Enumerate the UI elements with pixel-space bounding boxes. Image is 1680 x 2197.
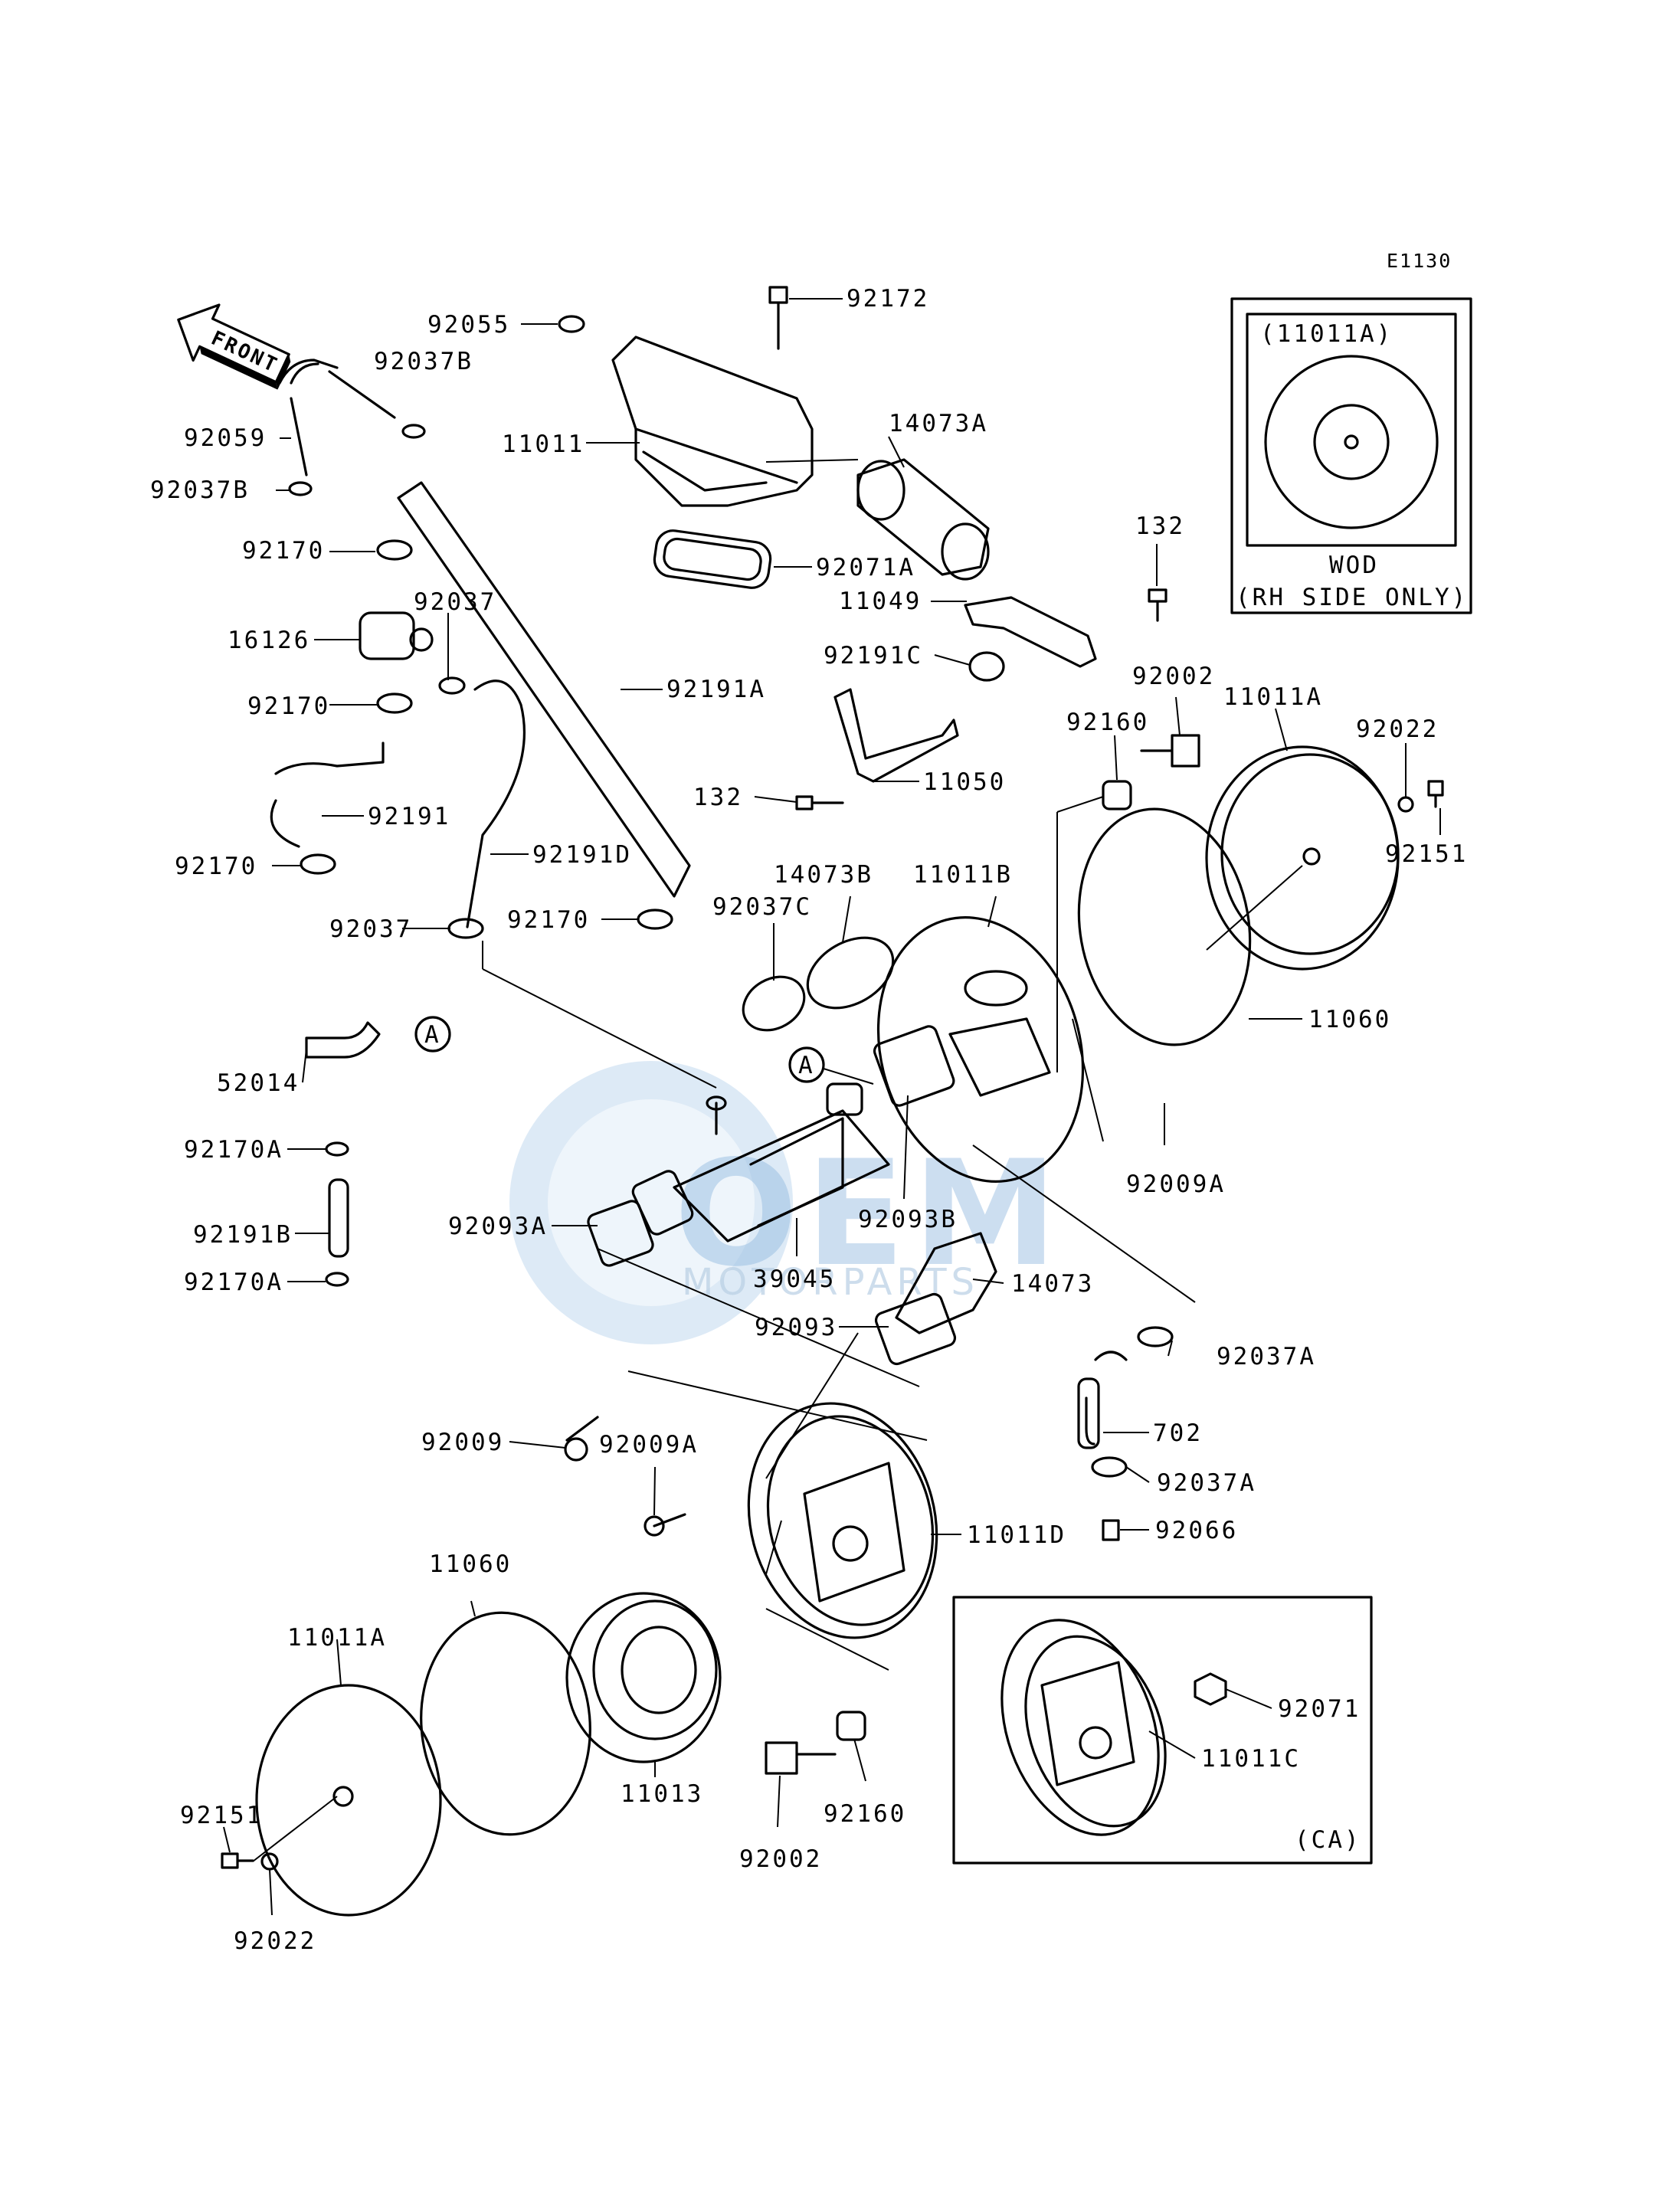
callout-92066: 92066 [1155,1517,1238,1544]
callout-92037A-2: 92037A [1157,1469,1256,1497]
callout-92170-b: 92170 [247,692,330,720]
inset-wod-title: (11011A) [1260,320,1393,348]
inset-ca: (CA) [952,1596,1373,1865]
callout-92191A: 92191A [666,676,766,703]
callout-92170-d: 92170 [507,906,590,934]
callout-92037-mid: 92037 [329,915,412,943]
diagram-code: E1130 [1387,250,1452,272]
callout-92191: 92191 [368,803,450,830]
callout-11050: 11050 [923,768,1006,796]
callout-92059: 92059 [184,424,267,452]
callout-92170-c: 92170 [175,853,257,880]
callout-92037C: 92037C [712,893,812,921]
inset-ca-caption: (CA) [1295,1826,1361,1854]
callout-11011D: 11011D [967,1521,1066,1549]
callout-92172: 92172 [847,285,929,313]
callout-14073: 14073 [1011,1270,1094,1298]
callout-92160-low: 92160 [824,1800,906,1828]
callout-11011A-top: 11011A [1223,683,1323,711]
callout-132-mid: 132 [693,784,743,811]
callout-11013: 11013 [621,1780,703,1808]
callout-14073B: 14073B [774,861,873,889]
callout-11049: 11049 [839,588,922,615]
callouts: 92055 92172 92037B 92059 11011 14073A 92… [150,285,1468,1955]
ref-marker-a-left: A [424,1021,441,1049]
callout-92071A: 92071A [816,554,915,581]
callout-92170A-2: 92170A [184,1269,283,1296]
callout-92037-top: 92037 [414,588,496,616]
callout-92037B-left: 92037B [150,476,250,504]
callout-52014: 52014 [217,1069,300,1097]
callout-92093: 92093 [755,1314,837,1341]
callout-11011: 11011 [502,431,585,458]
callout-92191C: 92191C [824,642,923,670]
callout-702: 702 [1153,1419,1203,1447]
callout-92170-a: 92170 [242,537,325,565]
inset-wod: (11011A) WOD (RH SIDE ONLY) [1230,297,1472,614]
callout-11011C: 11011C [1201,1745,1301,1773]
callout-39045: 39045 [753,1265,836,1293]
callout-11060-top: 11060 [1308,1006,1391,1033]
callout-14073A: 14073A [889,410,988,437]
callout-92037B-top: 92037B [374,348,473,375]
callout-11011B: 11011B [913,861,1013,889]
callout-92191D: 92191D [532,841,632,869]
callout-92093A: 92093A [448,1213,548,1240]
callout-92160-top: 92160 [1066,709,1149,736]
callout-11060-low: 11060 [429,1550,512,1578]
callout-92093B: 92093B [858,1206,958,1233]
callout-11011A-low: 11011A [287,1624,387,1652]
callout-132-top: 132 [1135,512,1185,540]
callout-92009: 92009 [421,1429,504,1456]
callout-16126: 16126 [228,627,310,654]
watermark: OEM MOTORPARTS [509,1061,1057,1344]
callout-92191B: 92191B [193,1221,293,1249]
callout-92022-top: 92022 [1356,715,1439,743]
callout-92009A-right: 92009A [1126,1171,1226,1198]
inset-wod-caption-1: WOD [1329,552,1379,579]
callout-92037A-1: 92037A [1217,1343,1316,1370]
parts [221,286,1444,1917]
front-arrow-icon: FRONT [177,303,291,390]
callout-92071: 92071 [1278,1695,1361,1723]
callout-92022-low: 92022 [234,1927,316,1955]
callout-92151-low: 92151 [180,1802,263,1829]
callout-92002-top: 92002 [1132,663,1215,690]
callout-92002-low: 92002 [739,1845,822,1873]
callout-92009A-low: 92009A [599,1431,699,1459]
callout-92055: 92055 [427,311,510,339]
callout-92151-top: 92151 [1385,840,1468,868]
ref-marker-a-right: A [798,1052,815,1079]
leader-lines [223,298,1441,1916]
callout-92170A-1: 92170A [184,1136,283,1164]
inset-wod-caption-2: (RH SIDE ONLY) [1236,584,1468,611]
